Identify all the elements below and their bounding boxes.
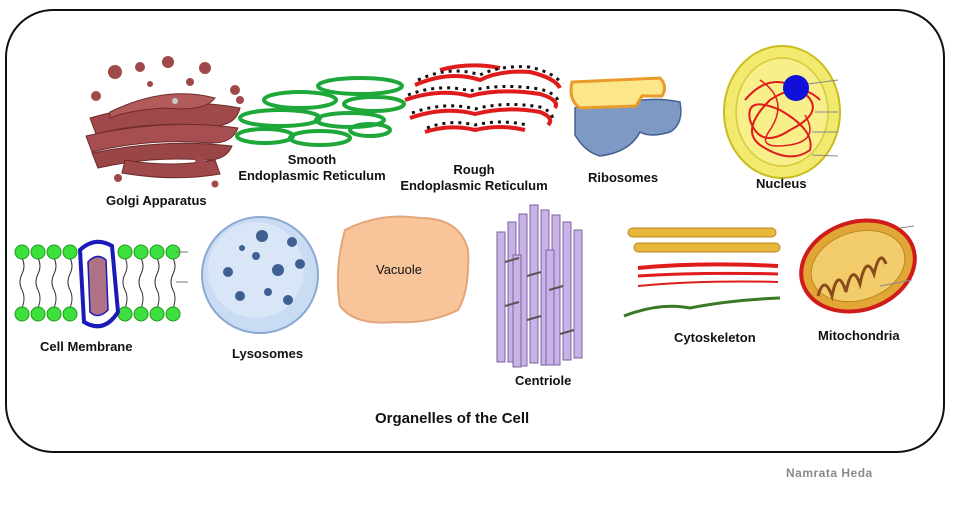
golgi-apparatus-icon (85, 56, 244, 188)
label-rough-er-line1: Rough (453, 162, 495, 177)
label-lysosomes: Lysosomes (232, 346, 304, 361)
label-rough-er-line2: Endoplasmic Reticulum (400, 178, 548, 193)
label-smooth-er: Smooth Endoplasmic Reticulum (232, 152, 392, 184)
label-ribosomes: Ribosomes (588, 170, 659, 185)
label-cytoskeleton: Cytoskeleton (674, 330, 756, 345)
vacuole-icon (336, 215, 470, 324)
lysosomes-icon (201, 216, 319, 334)
label-smooth-er-line2: Endoplasmic Reticulum (238, 168, 386, 183)
label-mitochondria: Mitochondria (818, 328, 900, 343)
author-credit: Namrata Heda (786, 466, 873, 480)
cell-membrane-icon (14, 239, 188, 329)
centriole-icon (496, 204, 583, 368)
cytoskeleton-icon (623, 227, 781, 318)
smooth-er-icon (235, 76, 406, 147)
rough-er-icon (404, 63, 562, 134)
label-centriole: Centriole (515, 373, 572, 388)
label-golgi-apparatus: Golgi Apparatus (106, 193, 207, 208)
label-cell-membrane: Cell Membrane (40, 339, 133, 354)
label-smooth-er-line1: Smooth (287, 152, 337, 167)
rough-er-ribosome-dots (407, 65, 564, 130)
nucleus-icon (723, 45, 841, 179)
diagram-title: Organelles of the Cell (375, 410, 530, 427)
label-vacuole: Vacuole (376, 262, 423, 277)
mitochondria-icon (799, 218, 917, 314)
label-rough-er: Rough Endoplasmic Reticulum (393, 162, 555, 194)
ribosomes-icon (569, 76, 682, 157)
label-nucleus: Nucleus (756, 176, 807, 191)
